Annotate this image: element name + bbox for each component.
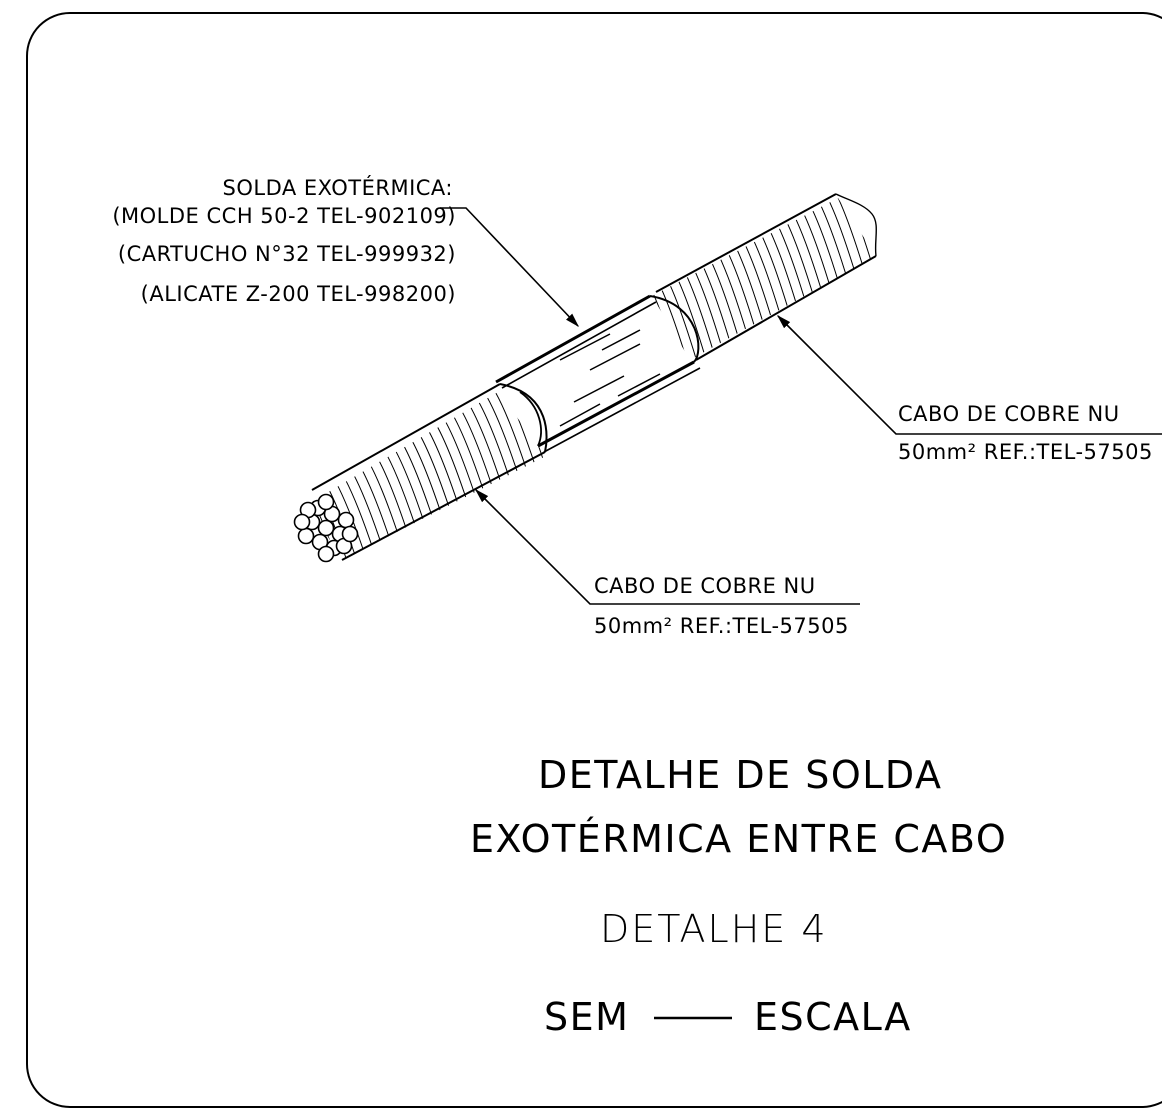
strand-circle: [297, 527, 315, 545]
strand-line: [477, 392, 519, 474]
leader-solda: [440, 207, 579, 328]
cable-strand-end: [293, 493, 359, 563]
strand-line: [468, 392, 510, 478]
cabo-bottom-line1: CABO DE COBRE NU: [594, 574, 816, 598]
strand-line: [808, 198, 850, 286]
title-line1: DETALHE DE SOLDA: [538, 753, 943, 797]
title-line2: EXOTÉRMICA ENTRE CABO: [470, 817, 1008, 861]
leader-lines: [440, 207, 1162, 605]
strand-circle: [341, 525, 359, 543]
strand-circle: [293, 513, 311, 531]
solda-callout-alicate: (ALICATE Z-200 TEL-998200): [140, 282, 456, 306]
scale-left: SEM: [544, 995, 630, 1039]
strand-circle: [317, 545, 335, 563]
weld-connector: [495, 294, 701, 453]
upper-cable: [652, 193, 877, 361]
cabo-bottom-line2: 50mm² REF.:TEL-57505: [594, 614, 849, 638]
scale-right: ESCALA: [754, 995, 912, 1039]
solda-callout-title: SOLDA EXOTÉRMICA:: [222, 176, 453, 200]
solda-callout-molde: (MOLDE CCH 50-2 TEL-902109): [112, 204, 456, 228]
cabo-right-line1: CABO DE COBRE NU: [898, 402, 1120, 426]
strand-line: [485, 392, 527, 469]
cabo-right-line2: 50mm² REF.:TEL-57505: [898, 440, 1153, 464]
leader-cabo-bottom: [474, 488, 860, 605]
strand-circle: [317, 519, 335, 537]
drawing-border: [26, 12, 1162, 1108]
solda-callout-cartucho: (CARTUCHO N°32 TEL-999932): [117, 242, 456, 266]
detail-number: DETALHE 4: [600, 907, 828, 951]
strand-circle: [337, 511, 355, 529]
strand-line: [800, 198, 842, 290]
leader-cabo-right: [776, 314, 1162, 435]
strand-line: [817, 198, 859, 282]
strand-circle: [317, 493, 335, 511]
strand-line: [825, 198, 867, 278]
